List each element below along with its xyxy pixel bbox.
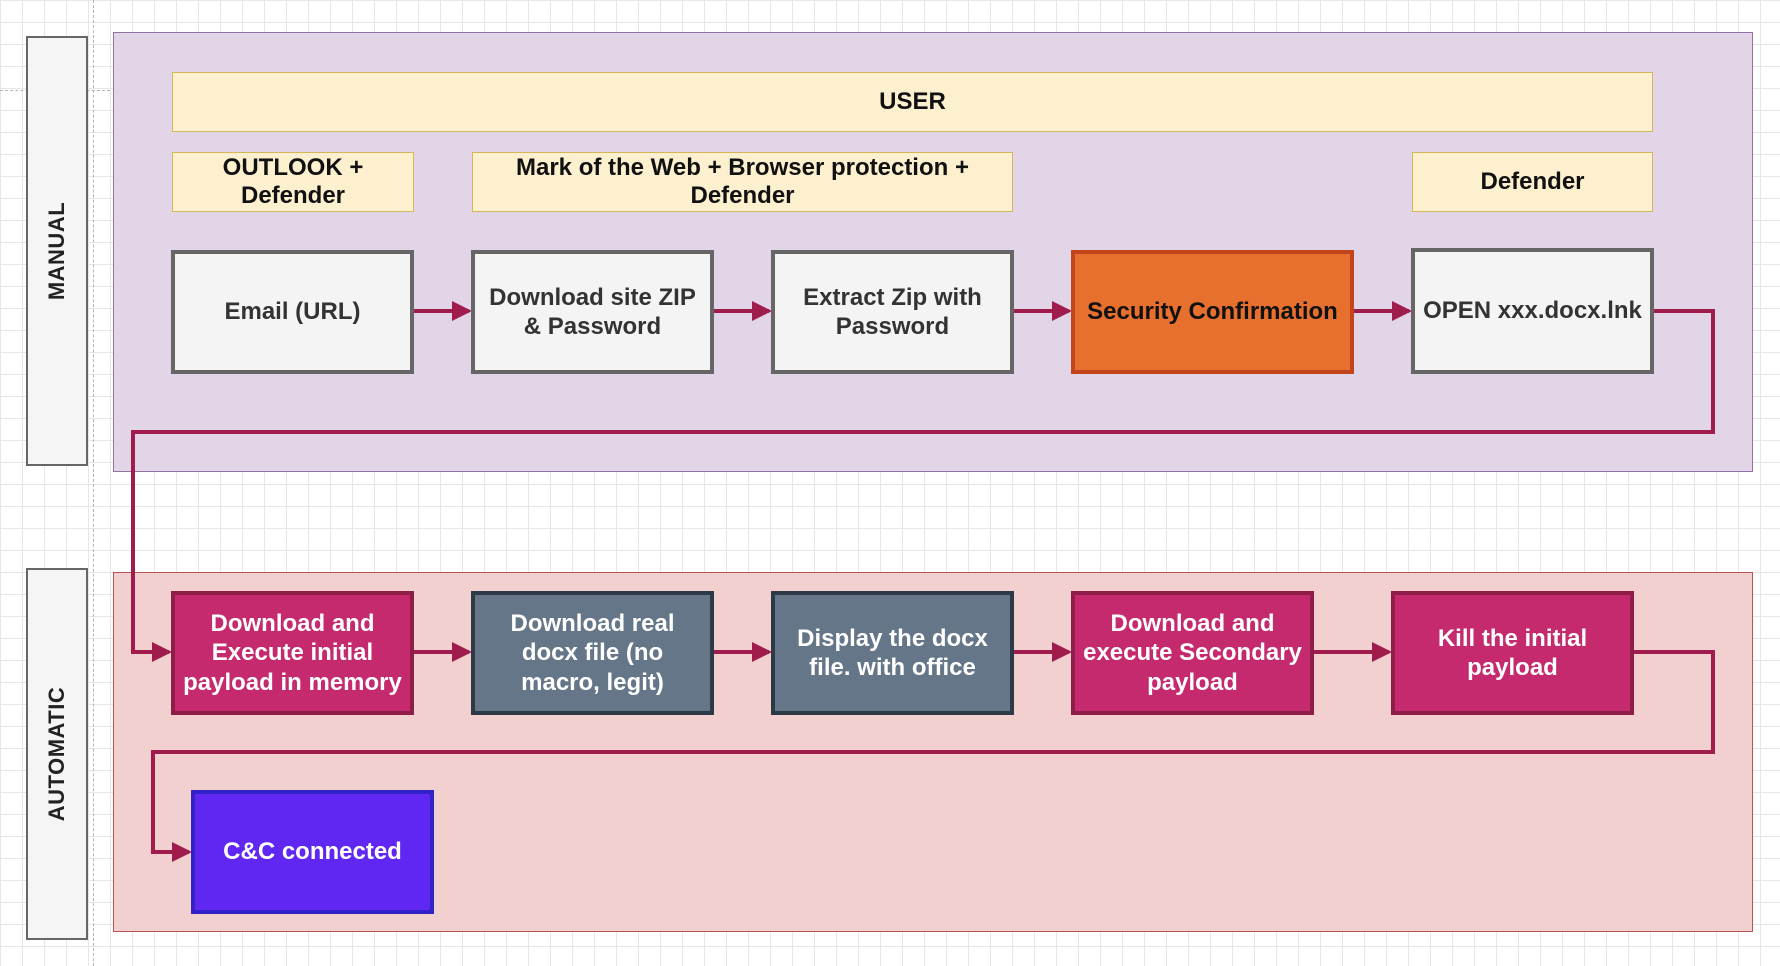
node-download-site-zip-label: Download site ZIP & Password — [489, 283, 696, 340]
node-extract-zip[interactable]: Extract Zip with Password — [771, 250, 1014, 374]
node-secondary-payload-label: Download and execute Secondary payload — [1083, 610, 1302, 696]
lane-label-automatic: AUTOMATIC — [26, 568, 88, 940]
node-initial-payload-label: Download and Execute initial payload in … — [183, 610, 402, 696]
node-open-docx-lnk-label: OPEN xxx.docx.lnk — [1423, 297, 1642, 325]
note-defender-text: Defender — [1480, 168, 1585, 196]
node-display-docx[interactable]: Display the docx file. with office — [771, 591, 1014, 715]
node-extract-zip-label: Extract Zip with Password — [803, 283, 982, 340]
node-secondary-payload[interactable]: Download and execute Secondary payload — [1071, 591, 1314, 715]
note-mark-of-the-web-text: Mark of the Web + Browser protection + D… — [516, 154, 969, 209]
edge-kill-initial-to-cc-connected — [151, 650, 1715, 862]
edge-open-lnk-to-initial-payload — [131, 309, 1715, 662]
node-kill-initial-payload-label: Kill the initial payload — [1437, 624, 1588, 681]
note-user-text: USER — [879, 88, 946, 116]
node-security-confirmation[interactable]: Security Confirmation — [1071, 250, 1354, 374]
node-email-url[interactable]: Email (URL) — [171, 250, 414, 374]
node-download-real-docx[interactable]: Download real docx file (no macro, legit… — [471, 591, 714, 715]
node-display-docx-label: Display the docx file. with office — [797, 624, 988, 681]
node-security-confirmation-label: Security Confirmation — [1087, 298, 1338, 326]
note-defender[interactable]: Defender — [1412, 152, 1653, 212]
page-guide-vertical — [93, 0, 94, 966]
lane-label-manual: MANUAL — [26, 36, 88, 466]
node-cc-connected-label: C&C connected — [223, 838, 402, 866]
node-cc-connected[interactable]: C&C connected — [191, 790, 434, 914]
note-outlook-defender-text: OUTLOOK + Defender — [222, 154, 364, 209]
note-outlook-defender[interactable]: OUTLOOK + Defender — [172, 152, 414, 212]
node-initial-payload[interactable]: Download and Execute initial payload in … — [171, 591, 414, 715]
node-kill-initial-payload[interactable]: Kill the initial payload — [1391, 591, 1634, 715]
note-mark-of-the-web[interactable]: Mark of the Web + Browser protection + D… — [472, 152, 1013, 212]
note-user[interactable]: USER — [172, 72, 1653, 132]
node-download-site-zip[interactable]: Download site ZIP & Password — [471, 250, 714, 374]
node-open-docx-lnk[interactable]: OPEN xxx.docx.lnk — [1411, 248, 1654, 374]
node-download-real-docx-label: Download real docx file (no macro, legit… — [510, 610, 675, 696]
node-email-url-label: Email (URL) — [224, 298, 361, 326]
